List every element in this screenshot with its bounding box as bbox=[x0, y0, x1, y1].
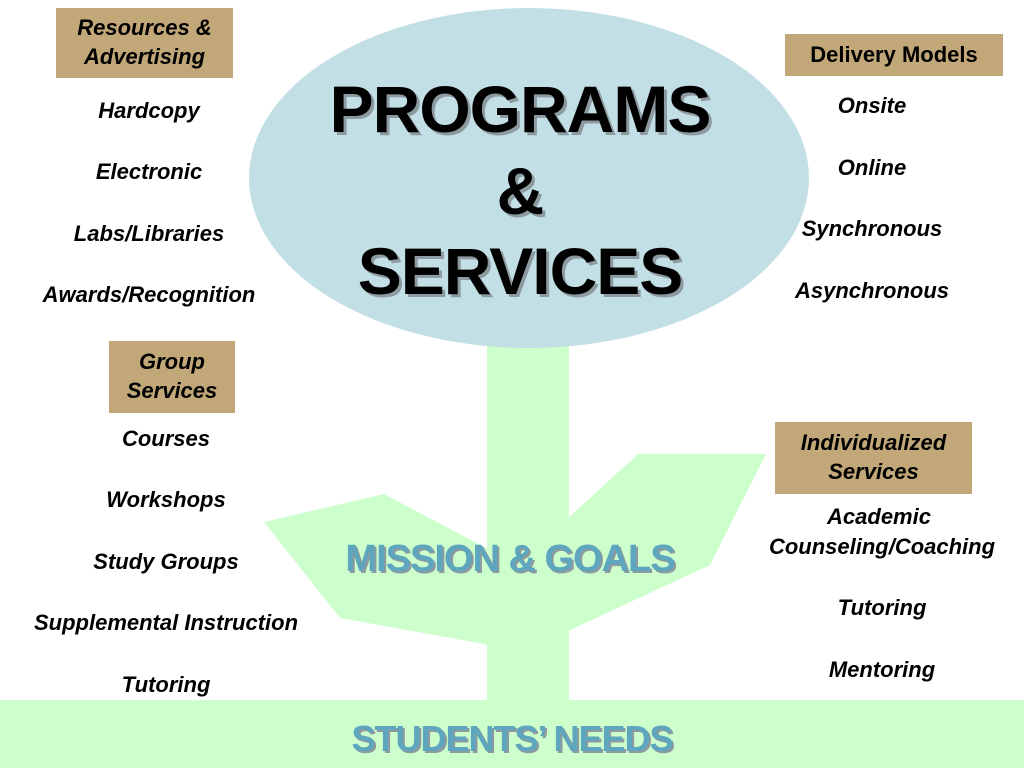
delivery-item: Synchronous bbox=[801, 216, 943, 241]
center-title-ampersand: & bbox=[496, 154, 545, 228]
group-header-line1: Group bbox=[139, 349, 205, 374]
individual-item: Academic bbox=[827, 504, 931, 529]
center-title-line3: SERVICES bbox=[357, 234, 684, 308]
group-header: Group Services bbox=[109, 341, 235, 413]
left-leaf bbox=[264, 494, 490, 645]
flower-ellipse bbox=[249, 8, 809, 348]
resources-item: Hardcopy bbox=[98, 98, 200, 123]
individual-header: Individualized Services bbox=[775, 422, 972, 494]
resources-header-line2: Advertising bbox=[83, 44, 206, 69]
delivery-item: Onsite bbox=[837, 93, 907, 118]
group-item: Courses bbox=[121, 426, 211, 451]
individual-item: Mentoring bbox=[828, 657, 936, 682]
resources-item: Labs/Libraries bbox=[73, 221, 225, 246]
center-title-line1: PROGRAMS bbox=[329, 72, 712, 146]
group-header-line2: Services bbox=[126, 378, 218, 403]
individual-header-line2: Services bbox=[828, 459, 919, 484]
right-leaf bbox=[566, 454, 766, 632]
individual-header-line1: Individualized bbox=[800, 430, 947, 455]
ground-band bbox=[0, 700, 1024, 768]
group-item: Supplemental Instruction bbox=[33, 610, 299, 635]
delivery-header: Delivery Models bbox=[785, 34, 1003, 76]
individual-item: Counseling/Coaching bbox=[768, 534, 996, 559]
group-item: Tutoring bbox=[121, 672, 211, 697]
delivery-item: Asynchronous bbox=[794, 278, 950, 303]
resources-item: Electronic bbox=[95, 159, 203, 184]
resources-item: Awards/Recognition bbox=[42, 282, 256, 307]
resources-header-line1: Resources & bbox=[77, 15, 212, 40]
group-item: Workshops bbox=[106, 487, 226, 512]
mission-goals-label: MISSION & GOALS bbox=[345, 538, 675, 580]
individual-item: Tutoring bbox=[837, 595, 927, 620]
resources-header: Resources & Advertising bbox=[56, 8, 233, 78]
students-needs-label: STUDENTS’ NEEDS bbox=[351, 718, 673, 759]
stem bbox=[487, 345, 569, 705]
group-item: Study Groups bbox=[93, 549, 239, 574]
delivery-item: Online bbox=[837, 155, 907, 180]
